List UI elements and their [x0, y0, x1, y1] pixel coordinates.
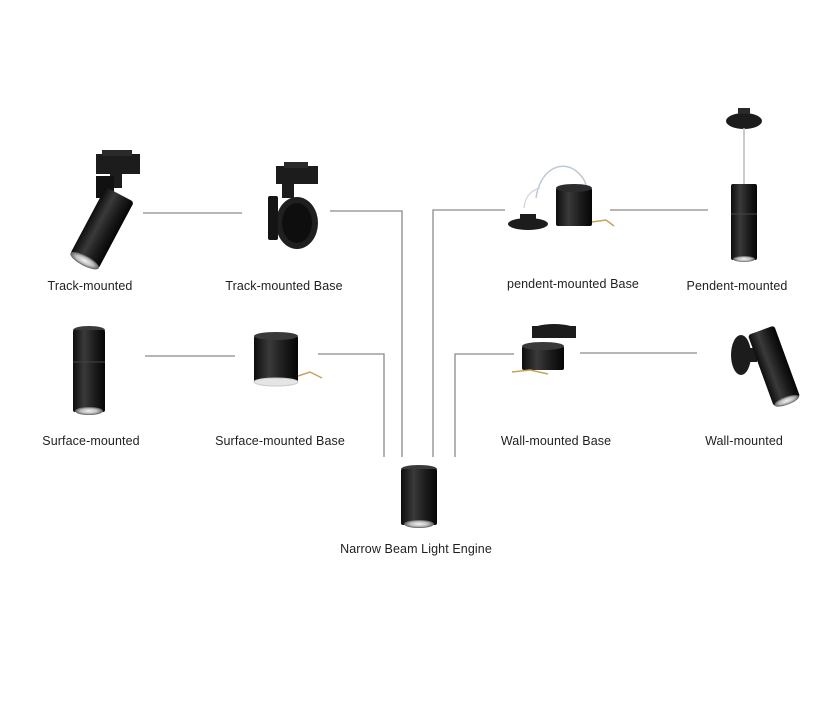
- wall-mounted-base-image: [511, 324, 576, 375]
- light-engine-image: [401, 465, 437, 528]
- line-surface-base: [318, 353, 385, 457]
- label-wall-mounted: Wall-mounted: [705, 434, 783, 448]
- label-light-engine: Narrow Beam Light Engine: [340, 542, 492, 556]
- label-wall-mounted-base: Wall-mounted Base: [500, 434, 612, 448]
- track-mounted-image: [70, 150, 140, 270]
- surface-mounted-base-image: [253, 332, 323, 387]
- line-wall-base: [454, 353, 514, 457]
- label-pendent-mounted: Pendent-mounted: [686, 279, 788, 293]
- pendent-mounted-base-image: [508, 165, 615, 230]
- wall-mounted-image: [731, 326, 800, 407]
- line-track-base: [330, 210, 403, 457]
- line-pendent-base: [432, 209, 505, 457]
- connector-lines: [143, 209, 708, 457]
- label-surface-mounted-base: Surface-mounted Base: [215, 434, 345, 448]
- label-track-mounted: Track-mounted: [47, 279, 133, 293]
- surface-mounted-image: [73, 326, 105, 415]
- label-track-mounted-base: Track-mounted Base: [225, 279, 343, 293]
- pendent-mounted-image: [726, 108, 762, 262]
- track-mounted-base-image: [268, 162, 318, 249]
- label-pendent-mounted-base: pendent-mounted Base: [507, 277, 639, 291]
- label-surface-mounted: Surface-mounted: [42, 434, 140, 448]
